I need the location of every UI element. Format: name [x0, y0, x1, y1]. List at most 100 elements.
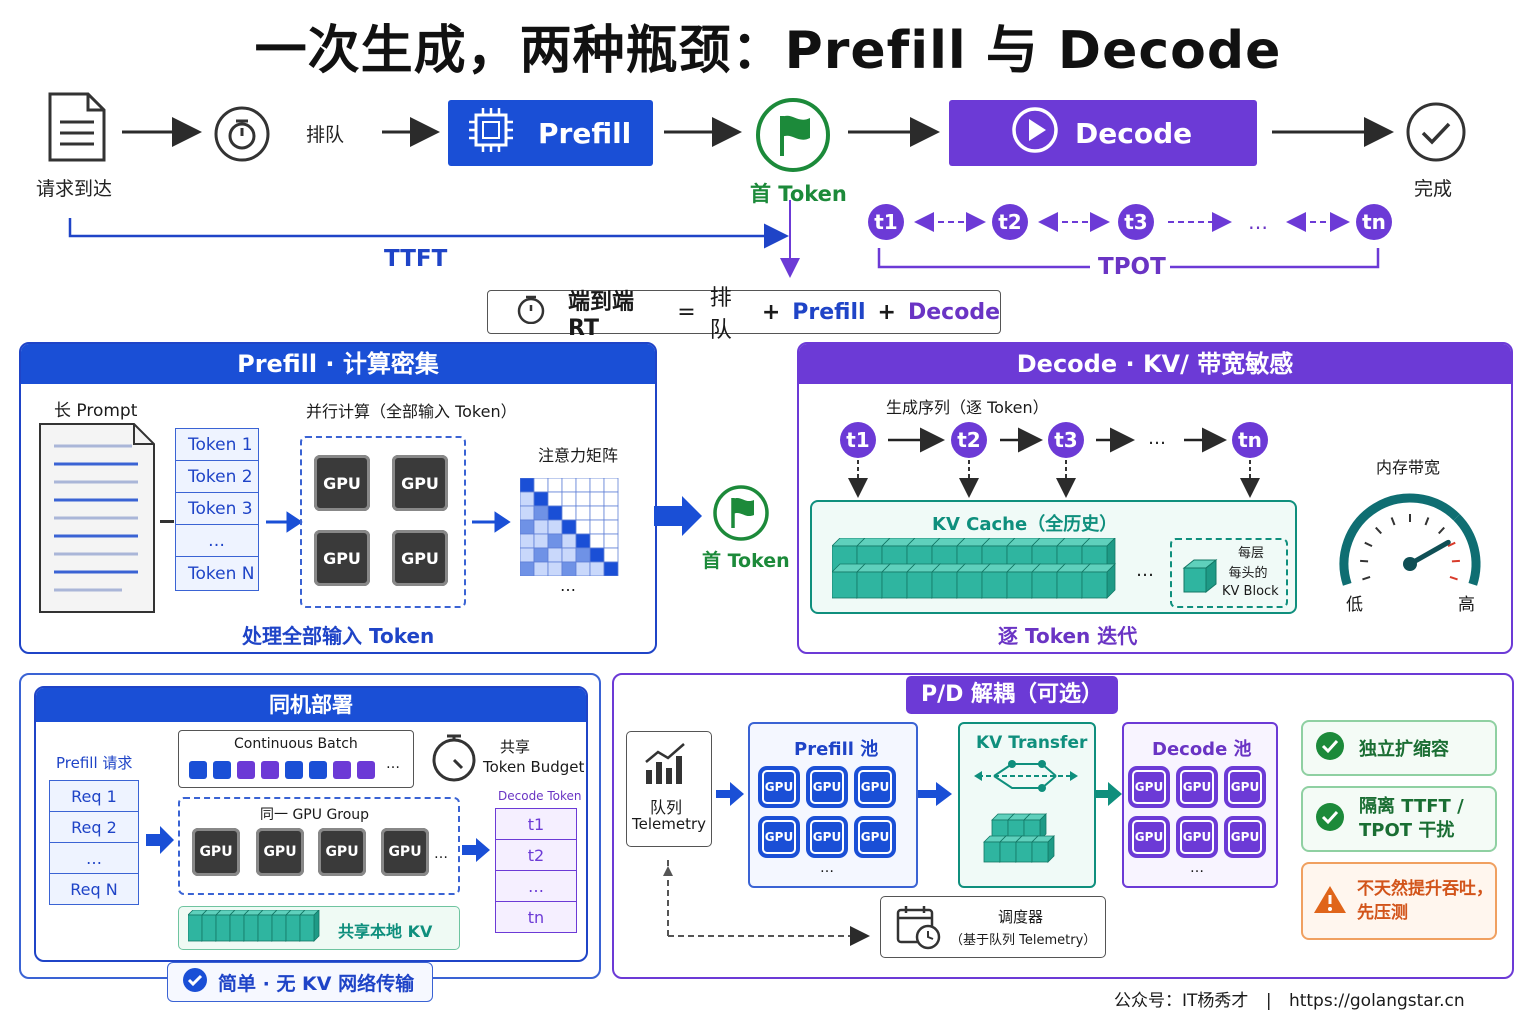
- kv-cubes: [832, 538, 1116, 599]
- prefill-req-label: Prefill 请求: [56, 754, 133, 772]
- gauge-tick: [1451, 559, 1460, 563]
- token-tn: tn: [1356, 204, 1392, 240]
- matrix-cell: [561, 533, 577, 549]
- gpu-chip: GPU: [810, 770, 844, 804]
- matrix-cell: [520, 533, 535, 549]
- batch-square: [237, 761, 255, 779]
- colocated-footer: 简单 · 无 KV 网络传输: [167, 962, 433, 1002]
- check-circle-icon: [1404, 100, 1468, 168]
- long-prompt-label: 长 Prompt: [54, 401, 138, 421]
- gpu-group-box: [178, 797, 460, 895]
- ttft-label: TTFT: [384, 246, 448, 272]
- batch-square: [333, 761, 351, 779]
- prefill-arrows: [266, 511, 511, 533]
- token-t3: t3: [1048, 422, 1084, 458]
- stopwatch-icon: [430, 732, 480, 788]
- decode-seq-arrows: [848, 427, 1260, 498]
- stopwatch-icon: [212, 102, 272, 166]
- matrix-cell: [575, 547, 591, 563]
- gpu-chip: GPU: [192, 828, 240, 876]
- seq-label: 生成序列（逐 Token）: [886, 398, 1049, 417]
- stopwatch-icon: [516, 294, 546, 330]
- kv-cube: [1031, 835, 1055, 863]
- matrix-cell: [547, 547, 563, 563]
- matrix-cell: [547, 505, 563, 521]
- matrix-cell: [589, 505, 605, 521]
- gpu-chip: GPU: [858, 770, 892, 804]
- gauge-tick: [1360, 559, 1369, 563]
- matrix-cell: [547, 561, 563, 576]
- gpu-chip: GPU: [810, 820, 844, 854]
- feature-isolation: 隔离 TTFT /TPOT 干扰: [1301, 786, 1497, 852]
- gauge-tick: [1447, 541, 1456, 548]
- matrix-cell: [533, 505, 549, 521]
- warning-box: 不天然提升吞吐，先压测: [1301, 862, 1497, 940]
- matrix-ellipsis: …: [560, 576, 576, 595]
- colocated-header: 同机部署: [36, 688, 586, 722]
- matrix-cell: [561, 519, 577, 535]
- batch-ellipsis: …: [386, 756, 400, 772]
- token-cell: …: [175, 524, 259, 557]
- first-token-label: 首 Token: [750, 182, 847, 206]
- matrix-cell: [561, 561, 577, 576]
- gpu-chip: GPU: [762, 770, 796, 804]
- calendar-clock-icon: [896, 904, 942, 954]
- gpu-chip: GPU: [256, 828, 304, 876]
- request-arrive-label: 请求到达: [36, 178, 113, 200]
- decode-token-cell: t1: [495, 808, 577, 840]
- token-cell: Token 3: [175, 492, 259, 525]
- token-t1: t1: [840, 422, 876, 458]
- rt-queue: 排队: [709, 286, 732, 343]
- matrix-cell: [533, 533, 549, 549]
- queue-telemetry-box: [626, 731, 712, 847]
- done-label: 完成: [1414, 178, 1453, 200]
- decode-pool-box: [1122, 722, 1278, 888]
- footer-url[interactable]: https://golangstar.cn: [1288, 991, 1465, 1011]
- req-cell: …: [49, 842, 139, 874]
- check-badge-icon: [1315, 731, 1345, 766]
- matrix-cell: [589, 547, 605, 563]
- parallel-label: 并行计算（全部输入 Token）: [306, 402, 517, 421]
- rt-prefill: Prefill: [792, 299, 866, 325]
- gpu-ellipsis: …: [434, 846, 448, 862]
- matrix-cell: [533, 491, 549, 507]
- pd-header: P/D 解耦（可选）: [906, 676, 1118, 714]
- kv-block-cube: [1182, 558, 1218, 594]
- tpot-label: TPOT: [1098, 254, 1166, 280]
- matrix-cell: [575, 491, 591, 507]
- matrix-cell: [603, 533, 619, 549]
- matrix-cell: [547, 491, 563, 507]
- gauge-hub: [1403, 557, 1417, 571]
- batch-squares: [189, 761, 375, 779]
- matrix-cell: [589, 519, 605, 535]
- flag-icon: [754, 96, 832, 178]
- matrix-cell: [561, 505, 577, 521]
- flow-connectors: [68, 117, 1394, 278]
- prefill-panel-header: Prefill · 计算密集: [21, 344, 655, 384]
- matrix-cell: [561, 547, 577, 563]
- matrix-cell: [575, 561, 591, 576]
- rt-plus-2: +: [877, 299, 896, 325]
- arrow-right-icon: [146, 826, 174, 854]
- batch-square: [309, 761, 327, 779]
- matrix-cell: [589, 491, 605, 507]
- decode-panel: Decode · KV/ 带宽敏感: [797, 342, 1513, 654]
- gauge-tick: [1449, 576, 1458, 581]
- kv-block-text-1: 每层: [1237, 546, 1264, 561]
- gpu-chip: GPU: [392, 530, 448, 586]
- queue-label: 排队: [306, 124, 345, 146]
- check-badge-icon: [182, 967, 208, 997]
- matrix-cell: [561, 478, 577, 493]
- decode-stage: Decode: [949, 100, 1257, 166]
- req-cell: Req N: [49, 873, 139, 905]
- gpu-chip: GPU: [314, 455, 370, 511]
- kv-block-label: 每层 每头的: [1228, 544, 1272, 584]
- token-cell: Token 1: [175, 428, 259, 461]
- matrix-cell: [575, 505, 591, 521]
- attention-label: 注意力矩阵: [538, 446, 619, 465]
- token-cell: Token N: [175, 556, 259, 591]
- colocated-footer-label: 简单 · 无 KV 网络传输: [218, 972, 415, 995]
- pd-panel: [612, 673, 1514, 979]
- kv-cube: [1081, 563, 1116, 599]
- gpu-chip: GPU: [1132, 770, 1166, 804]
